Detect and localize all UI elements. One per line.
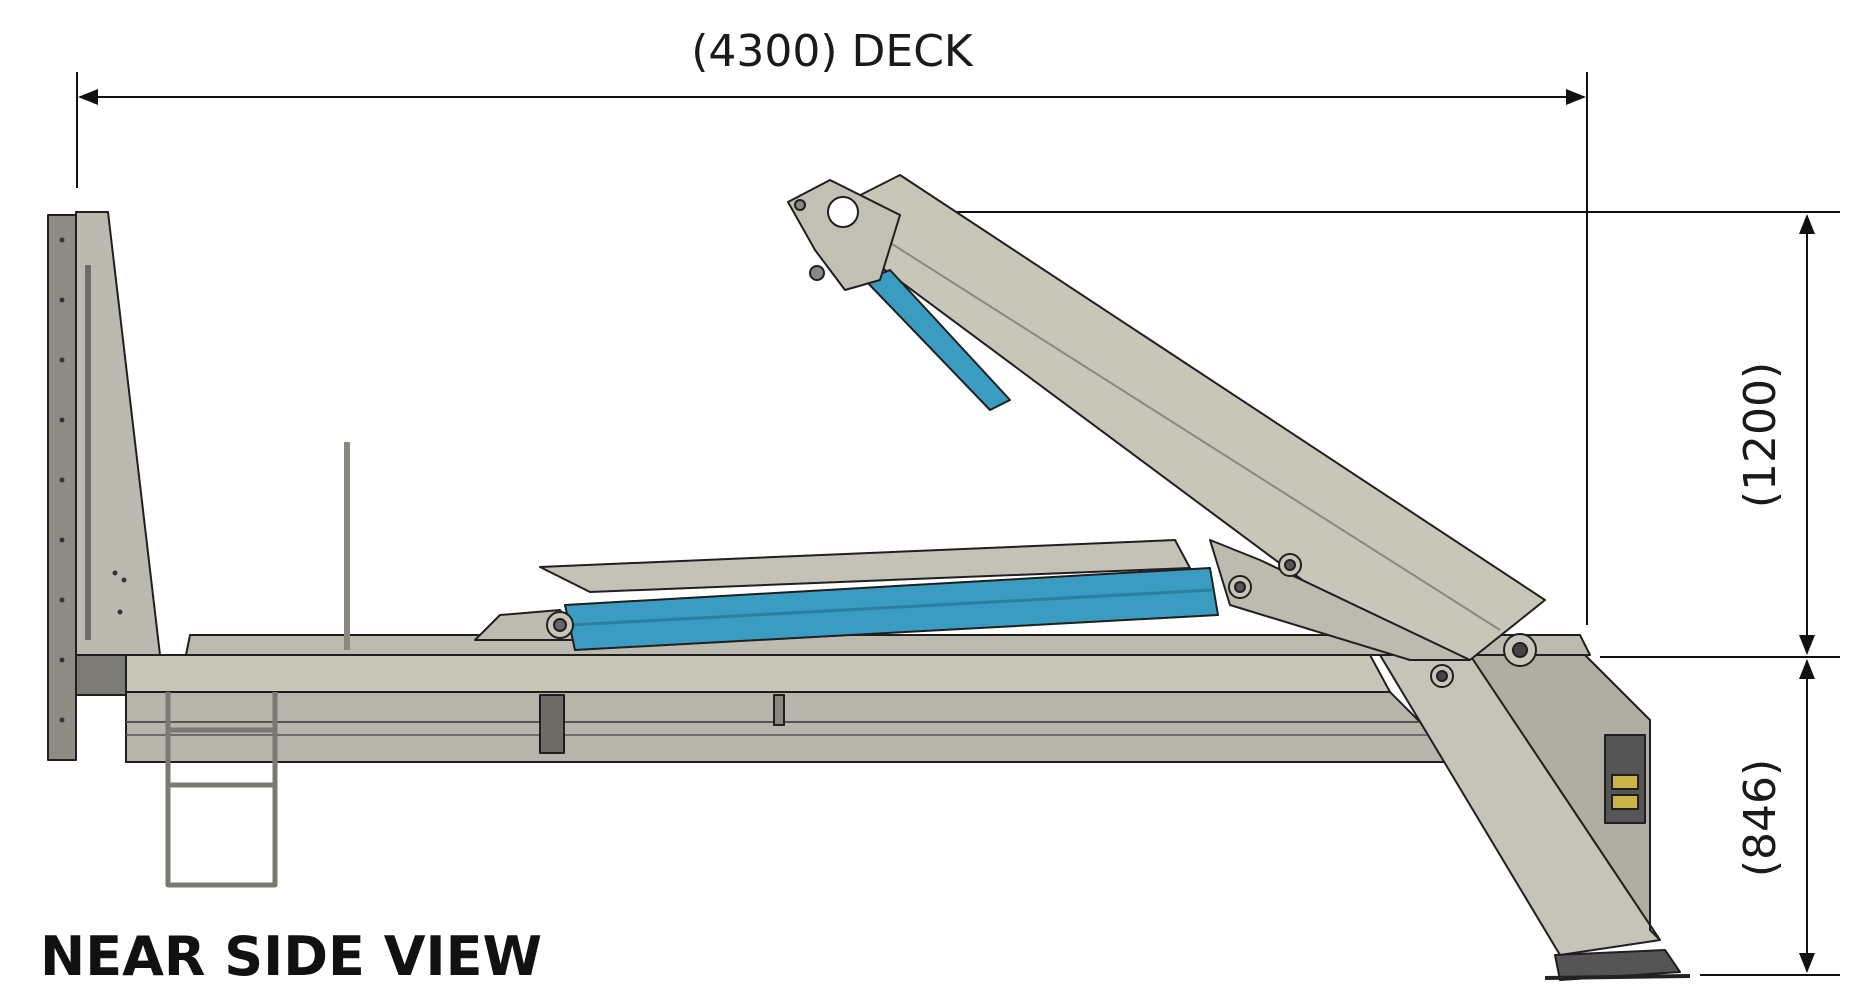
deck-length-label: (4300) DECK bbox=[691, 26, 974, 77]
lift-cylinder bbox=[546, 567, 1219, 651]
arm-height-dimension: (1200) bbox=[910, 211, 1840, 658]
headboard bbox=[47, 211, 161, 761]
cylinder-cover-tray bbox=[539, 539, 1191, 593]
hooklift-frame bbox=[47, 174, 1691, 981]
arm-height-label: (1200) bbox=[1735, 362, 1786, 508]
rear-leg bbox=[1379, 654, 1691, 981]
view-title: NEAR SIDE VIEW bbox=[40, 925, 542, 988]
hook-head bbox=[787, 179, 901, 291]
deck-rail bbox=[125, 654, 1391, 693]
lower-rails bbox=[125, 691, 1461, 763]
step-ladder bbox=[165, 692, 278, 888]
main-arm bbox=[814, 174, 1546, 688]
deck-height-dimension: (846) bbox=[1700, 659, 1840, 976]
deck-height-label: (846) bbox=[1735, 759, 1786, 877]
deck-length-dimension: (4300) DECK bbox=[76, 26, 1588, 625]
